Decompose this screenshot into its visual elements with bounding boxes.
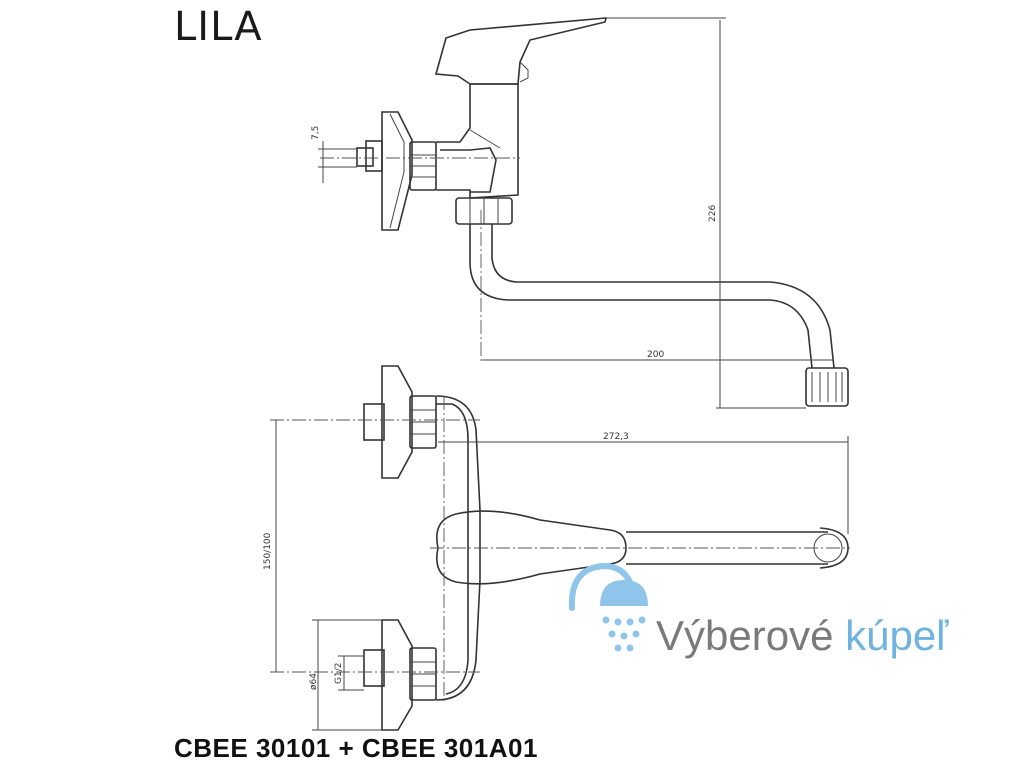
dim-thread: G1/2	[334, 663, 344, 684]
side-view: 7,5 226 200	[311, 17, 849, 409]
watermark-text-part2: kúpeľ	[845, 612, 949, 659]
dim-spout-reach-top: 200	[647, 350, 664, 360]
watermark-logo: Výberové kúpeľ	[560, 560, 1024, 670]
front-view: 150/100 272,3 ø64 G1/2	[263, 365, 850, 731]
dim-rosette-diameter: ø64	[309, 673, 319, 690]
shower-icon	[568, 562, 648, 652]
dim-height: 226	[708, 205, 718, 222]
watermark-text-part1: Výberové	[656, 612, 834, 659]
dim-pipe-thread: 7,5	[311, 126, 321, 140]
model-codes: CBEE 30101 + CBEE 301A01	[174, 733, 538, 763]
dim-spout-reach-front: 272,3	[603, 432, 629, 442]
dim-spacing: 150/100	[263, 532, 273, 570]
watermark-text: Výberové kúpeľ	[656, 612, 948, 660]
page-title: LILA	[174, 4, 263, 50]
